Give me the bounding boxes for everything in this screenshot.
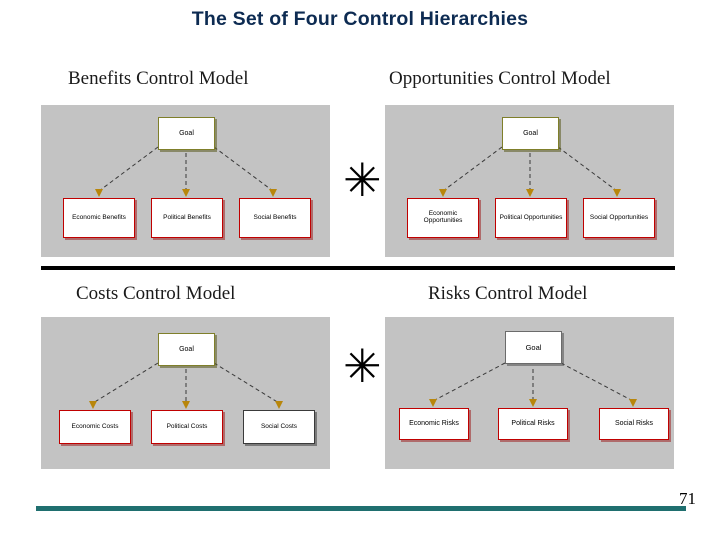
asterisk-icon-bottom: ✳ <box>343 341 382 392</box>
node-goal-opportunities: Goal <box>502 117 559 150</box>
node-child-costs-economic: Economic Costs <box>59 410 131 444</box>
node-child-benefits-political: Political Benefits <box>151 198 223 238</box>
node-goal-costs: Goal <box>158 333 215 366</box>
node-child-benefits-economic: Economic Benefits <box>63 198 135 238</box>
node-child-opportunities-social: Social Opportunities <box>583 198 655 238</box>
node-child-opportunities-economic: Economic Opportunities <box>407 198 479 238</box>
node-child-opportunities-political: Political Opportunities <box>495 198 567 238</box>
node-goal-benefits: Goal <box>158 117 215 150</box>
diagram-costs: Goal Economic Costs Political Costs Soci… <box>41 317 330 469</box>
asterisk-icon-top: ✳ <box>343 155 382 206</box>
node-goal-risks: Goal <box>505 331 562 364</box>
panel-title-costs: Costs Control Model <box>76 283 236 304</box>
page-number: 71 <box>679 489 696 508</box>
diagram-benefits: Goal Economic Benefits Political Benefit… <box>41 105 330 257</box>
section-divider <box>41 266 675 270</box>
node-child-risks-social: Social Risks <box>599 408 669 440</box>
panel-title-benefits: Benefits Control Model <box>68 68 249 89</box>
node-child-costs-social: Social Costs <box>243 410 315 444</box>
panel-title-opportunities: Opportunities Control Model <box>389 68 611 89</box>
footer-rule <box>36 506 686 511</box>
panel-title-risks: Risks Control Model <box>428 283 588 304</box>
node-child-risks-political: Political Risks <box>498 408 568 440</box>
node-child-benefits-social: Social Benefits <box>239 198 311 238</box>
page-title: The Set of Four Control Hierarchies <box>191 8 529 30</box>
node-child-costs-political: Political Costs <box>151 410 223 444</box>
node-child-risks-economic: Economic Risks <box>399 408 469 440</box>
diagram-risks: Goal Economic Risks Political Risks Soci… <box>385 317 674 469</box>
diagram-opportunities: Goal Economic Opportunities Political Op… <box>385 105 674 257</box>
